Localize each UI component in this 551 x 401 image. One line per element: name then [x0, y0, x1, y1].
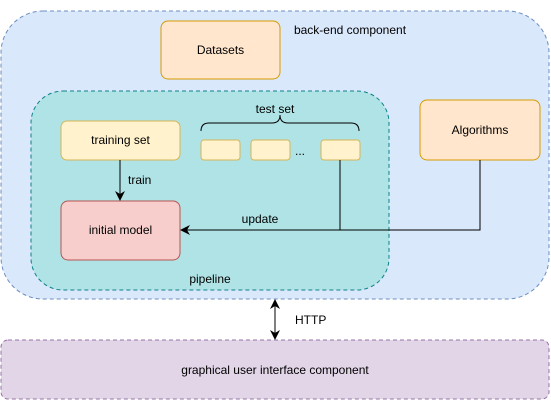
test-set-item[interactable] — [320, 139, 361, 161]
gui-component-label: graphical user interface component — [181, 363, 369, 377]
datasets-label: Datasets — [197, 43, 244, 57]
training-set-label: training set — [91, 133, 150, 147]
pipeline-label: pipeline — [189, 272, 231, 286]
test-set-ellipsis: ... — [295, 144, 305, 158]
update-arrow — [180, 160, 481, 235]
train-arrow-label: train — [128, 173, 151, 187]
algorithms-label: Algorithms — [452, 123, 509, 137]
backend-component-label: back-end component — [294, 23, 407, 37]
test-set-item[interactable] — [200, 139, 241, 161]
update-arrow-label: update — [242, 212, 279, 226]
test-set-item[interactable] — [250, 139, 291, 161]
gui-component-box[interactable] — [0, 339, 550, 400]
initial-model-label: initial model — [89, 223, 152, 237]
test-set-label: test set — [256, 102, 295, 116]
test-set-brace — [200, 114, 360, 132]
datasets-box[interactable] — [160, 20, 281, 80]
http-arrow-label: HTTP — [295, 313, 326, 327]
